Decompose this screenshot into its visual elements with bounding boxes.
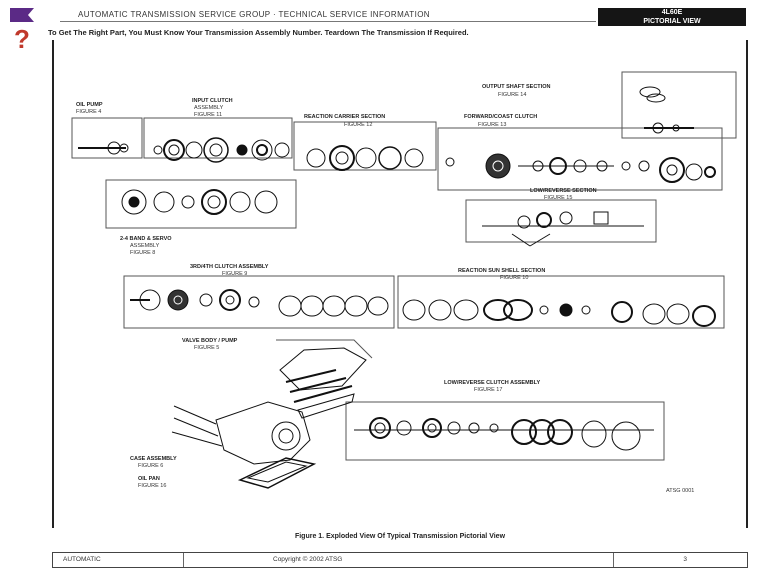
footer-middle: Copyright © 2002 ATSG [273, 556, 343, 563]
footer-page-number: 3 [683, 556, 687, 563]
label-two-four-fig: FIGURE 8 [130, 250, 155, 256]
header-rule [60, 21, 596, 22]
footer-left: AUTOMATIC [63, 556, 101, 563]
case-assembly [171, 401, 311, 465]
label-low-reverse-sub: FIGURE 15 [544, 195, 572, 201]
label-reaction: REACTION CARRIER SECTION [304, 114, 385, 120]
logo-flag-icon [10, 8, 34, 22]
third-clutch-parts [130, 289, 389, 317]
label-case-sub: FIGURE 6 [138, 463, 163, 469]
subheading: To Get The Right Part, You Must Know You… [48, 28, 469, 37]
label-valve-body: VALVE BODY / PUMP [182, 338, 238, 344]
diagram-frame [52, 40, 748, 528]
label-two-four: 2-4 BAND & SERVO [120, 236, 172, 242]
label-third-clutch-sub: FIGURE 9 [222, 271, 247, 277]
badge-line-1: 4L60E [661, 9, 683, 16]
label-output: OUTPUT SHAFT SECTION [482, 84, 550, 90]
label-output-sub: FIGURE 14 [498, 92, 526, 98]
label-case: CASE ASSEMBLY [130, 456, 177, 462]
label-input-clutch: INPUT CLUTCH [192, 98, 233, 104]
header-title: Automatic Transmission Service Group · T… [78, 10, 430, 19]
output-shaft-parts [639, 86, 694, 134]
label-sun-shell: REACTION SUN SHELL SECTION [458, 268, 545, 274]
input-clutch-parts [153, 137, 290, 163]
two-four-band-parts [121, 189, 278, 215]
low-reverse-parts [482, 211, 644, 247]
sun-shell-parts [402, 299, 716, 327]
reaction-section-box [293, 121, 437, 171]
label-input-clutch-fig: FIGURE 11 [194, 112, 222, 118]
forward-clutch-parts [445, 153, 716, 183]
footer-divider-1 [183, 553, 184, 567]
label-forward-clutch: FORWARD/COAST CLUTCH [464, 114, 537, 120]
reaction-parts [306, 145, 424, 171]
diagram-code: ATSG 0001 [666, 488, 694, 494]
forward-clutch-section-box [437, 127, 723, 191]
valve-body-callout [276, 339, 373, 359]
label-rear-section: LOW/REVERSE CLUTCH ASSEMBLY [444, 380, 540, 386]
label-pump: OIL PUMP [76, 102, 103, 108]
label-reaction-sub: FIGURE 12 [344, 122, 372, 128]
output-section-box [621, 71, 737, 139]
label-rear-section-sub: FIGURE 17 [474, 387, 502, 393]
rear-section-parts [354, 417, 654, 451]
oil-pan [237, 457, 317, 489]
pump-parts [78, 141, 129, 155]
badge-line-2: PICTORIAL VIEW [643, 18, 701, 25]
figure-caption: Figure 1. Exploded View Of Typical Trans… [294, 533, 506, 540]
atsg-logo: ? [10, 8, 34, 52]
pump-section-box [71, 117, 143, 159]
label-input-clutch-sub: ASSEMBLY [194, 105, 224, 111]
page-footer: AUTOMATIC Copyright © 2002 ATSG 3 [52, 552, 748, 568]
label-low-reverse: LOW/REVERSE SECTION [530, 188, 597, 194]
label-sun-shell-sub: FIGURE 10 [500, 275, 528, 281]
input-clutch-section-box [143, 117, 293, 159]
rear-section-box [345, 401, 665, 461]
label-pump-sub: FIGURE 4 [76, 109, 101, 115]
label-forward-clutch-sub: FIGURE 13 [478, 122, 506, 128]
valve-body-parts [279, 347, 367, 419]
label-valve-body-sub: FIGURE 5 [194, 345, 219, 351]
label-third-clutch: 3RD/4TH CLUTCH ASSEMBLY [190, 264, 269, 270]
low-reverse-section-box [465, 199, 657, 243]
label-two-four-sub: ASSEMBLY [130, 243, 160, 249]
header-badge: 4L60E PICTORIAL VIEW [598, 8, 746, 26]
exploded-view-diagram: OIL PUMP FIGURE 4 INPUT CLUTCH ASSEMBLY … [71, 71, 737, 494]
label-pan: OIL PAN [138, 476, 160, 482]
footer-divider-2 [613, 553, 614, 567]
logo-question-icon: ? [14, 24, 30, 52]
label-pan-sub: FIGURE 16 [138, 483, 166, 489]
two-four-band-box [105, 179, 297, 229]
sun-shell-section-box [397, 275, 725, 329]
third-clutch-section-box [123, 275, 395, 329]
